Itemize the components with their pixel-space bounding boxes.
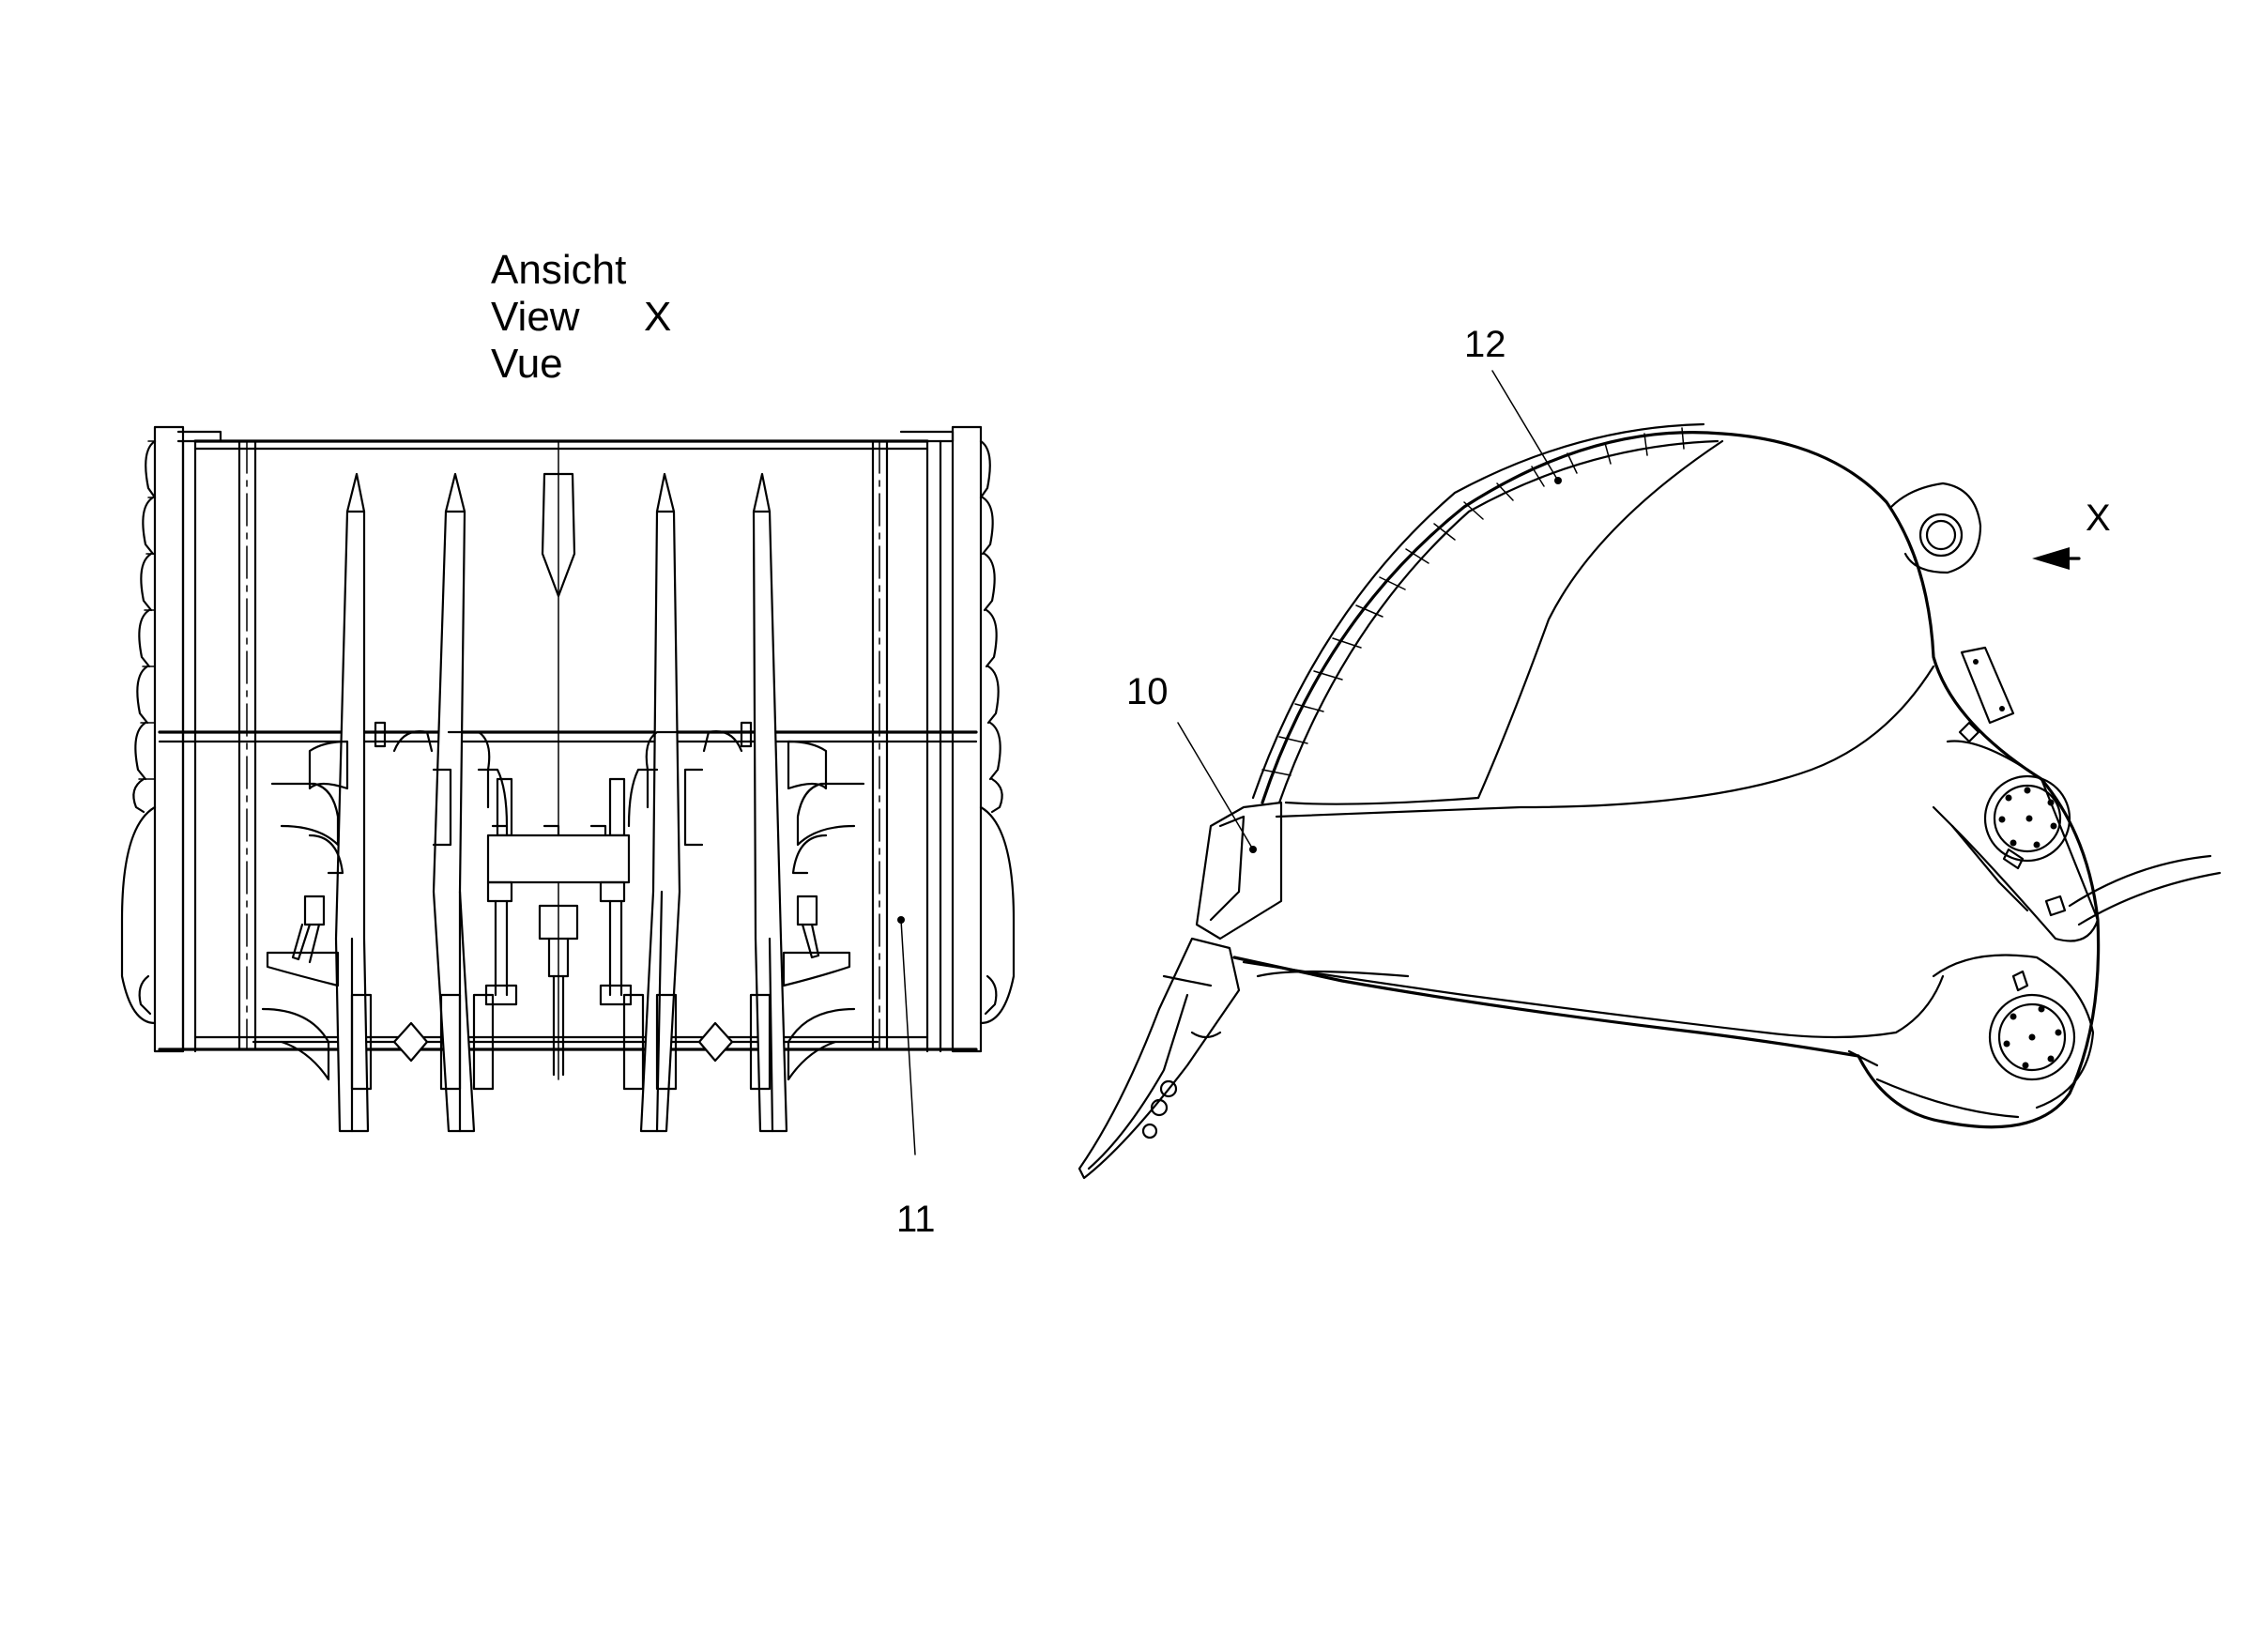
view-caption-line-2: View (491, 294, 580, 340)
center-distributor (484, 824, 633, 1077)
view-arrow-label: X (2086, 497, 2111, 539)
view-caption-line-3: Vue (491, 341, 563, 387)
nameplate (1960, 646, 2015, 725)
upper-hinge-disc (1932, 721, 2100, 942)
callout-12-label: 12 (1464, 324, 1506, 365)
left-side-cheek (120, 805, 157, 1025)
callout-12: 12 (1464, 324, 1562, 484)
side-view-bucket: X 10 12 (1078, 324, 2222, 1180)
right-wear-plates (890, 425, 1003, 1053)
right-side-cheek (979, 805, 1016, 1025)
bucket-shell-outline (1232, 430, 2101, 1129)
upper-sidewall-line (1275, 665, 1935, 818)
front-view-bucket: 11 (120, 425, 1016, 1240)
center-tooth (541, 472, 576, 598)
left-wear-plates (132, 425, 222, 1053)
view-caption-marker: X (644, 294, 671, 340)
view-arrow-x: X (2032, 497, 2111, 570)
view-caption: Ansicht View Vue X (491, 247, 671, 387)
upper-brackets (270, 721, 865, 875)
lower-gussets (261, 951, 856, 1081)
view-caption-line-1: Ansicht (491, 247, 626, 293)
side-cylinders (291, 895, 820, 964)
lifting-tines (334, 472, 788, 1133)
bottom-pin-bosses (350, 993, 772, 1091)
callout-11: 11 (896, 916, 936, 1240)
callout-10: 10 (1126, 671, 1257, 853)
callout-11-label: 11 (896, 1199, 936, 1240)
pivot-eye (1889, 482, 1982, 574)
hydraulic-hose (2068, 854, 2212, 908)
lower-sidewall-line (1242, 960, 1945, 1039)
top-wear-strip (1251, 422, 1719, 807)
callout-10-label: 10 (1126, 671, 1169, 712)
lower-hinge-disc (1932, 895, 2095, 1109)
front-tooth (1078, 801, 1283, 1180)
inner-shell-line (1284, 439, 1724, 805)
